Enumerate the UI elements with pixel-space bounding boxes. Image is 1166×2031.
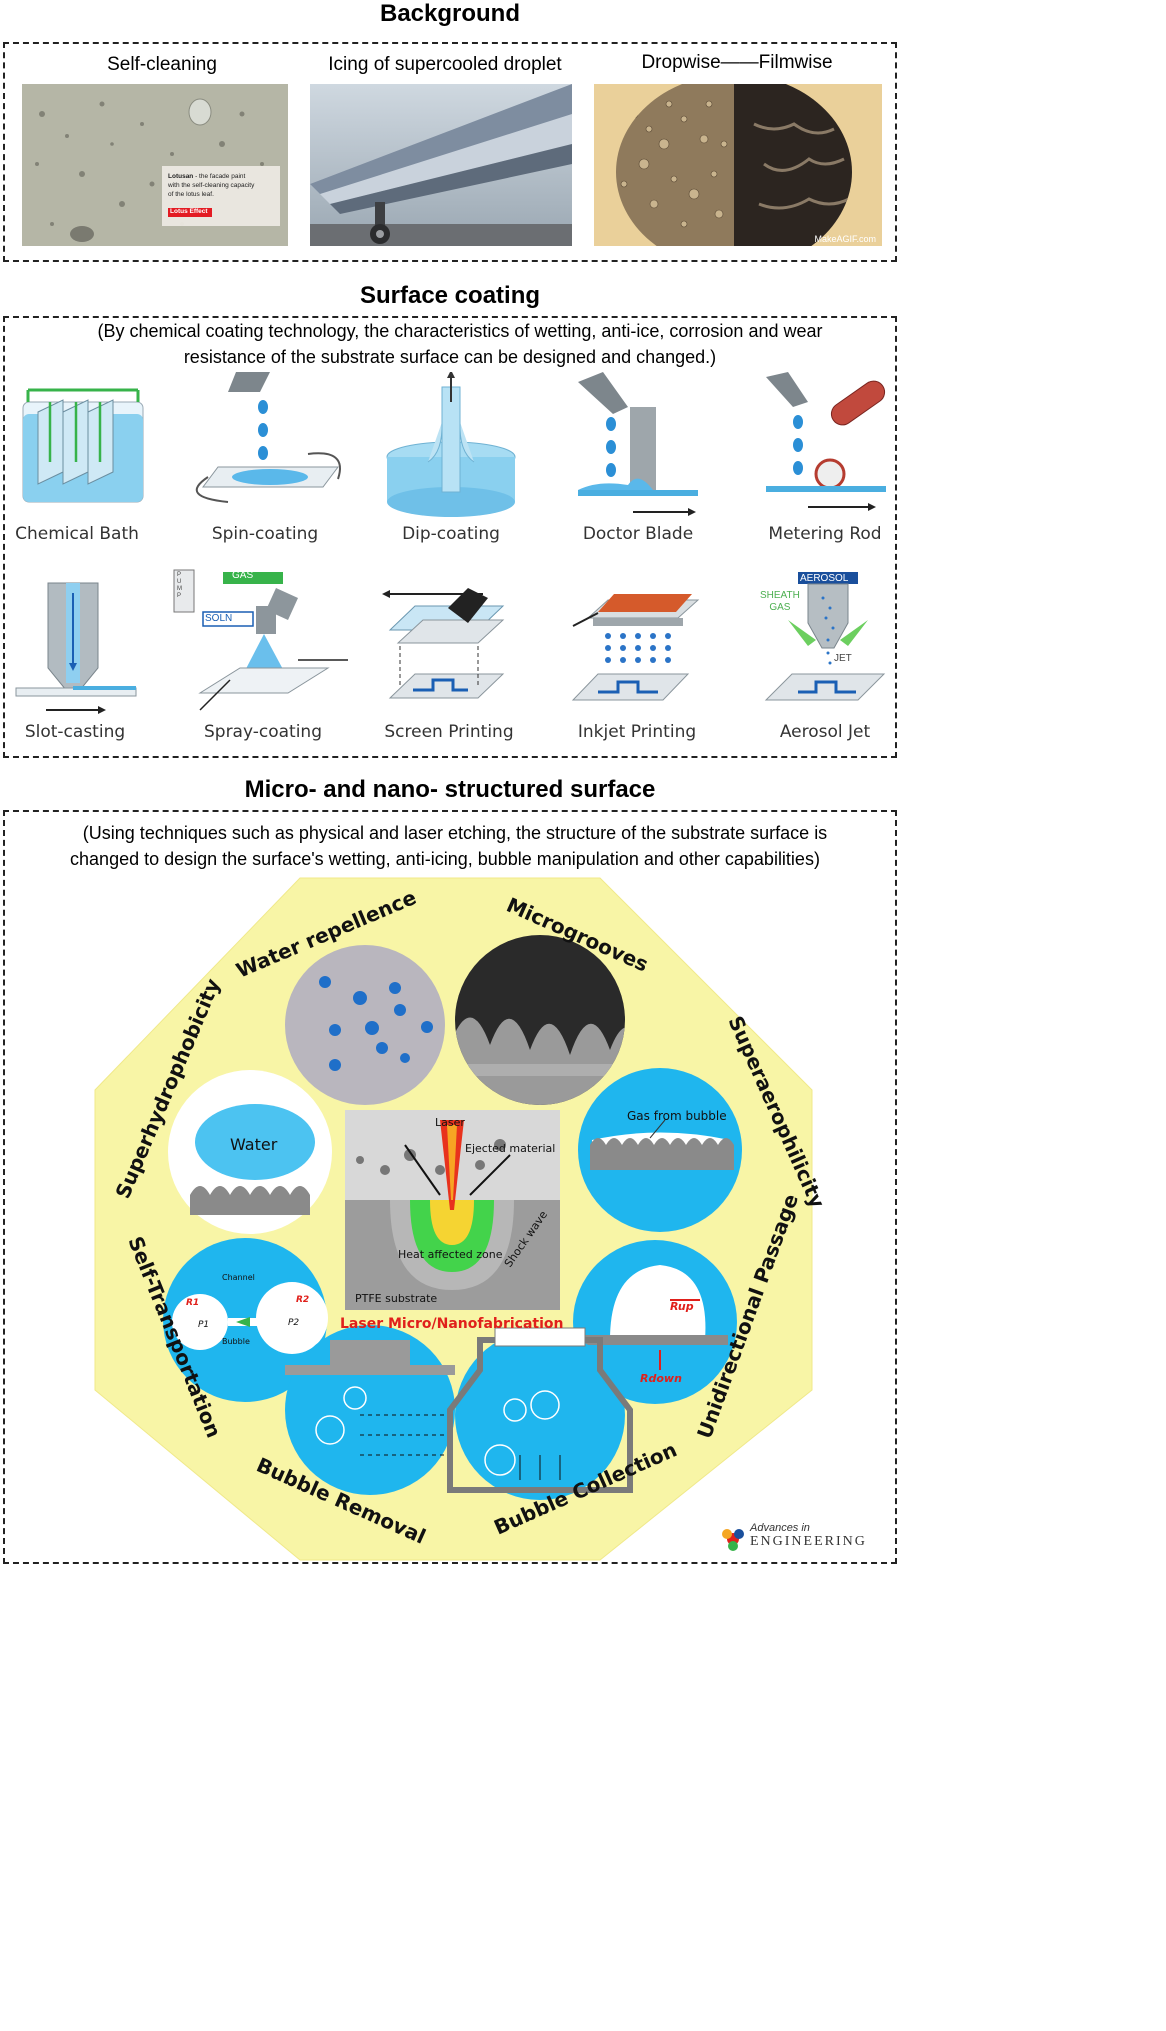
spray-pump-tag: PUMP (177, 572, 182, 599)
metering-rod-icon (766, 372, 886, 511)
superaerophilicity-circle (578, 1068, 742, 1232)
logo-line2: ENGINEERING (750, 1534, 867, 1549)
background-panel (3, 42, 897, 262)
surface-coating-title: Surface coating (359, 282, 541, 309)
method-label-inkjet-printing: Inkjet Printing (577, 722, 697, 742)
spray-soln-tag: SOLN (205, 613, 233, 624)
makeagif-watermark: MakeAGIF.com (814, 234, 876, 244)
method-label-screen-printing: Screen Printing (384, 722, 514, 742)
water-repellence-circle (285, 945, 445, 1105)
r-down-label: Rdown (640, 1372, 682, 1385)
method-label-metering-rod: Metering Rod (768, 524, 882, 544)
laser-fabrication-caption: Laser Micro/Nanofabrication (340, 1316, 563, 1332)
coating-row1-illustrations (22, 372, 886, 517)
r2-label: R2 (296, 1295, 309, 1305)
superhydrophobicity-circle (168, 1070, 332, 1234)
unidirectional-passage-circle (573, 1240, 737, 1404)
coating-row2-illustrations (15, 569, 886, 714)
method-label-aerosol-jet: Aerosol Jet (779, 722, 871, 742)
method-label-slot-casting: Slot-casting (24, 722, 126, 742)
gas-from-bubble-label: Gas from bubble (627, 1109, 727, 1123)
surface-coating-desc-line2: resistance of the substrate surface can … (183, 347, 717, 367)
spray-coating-icon (173, 569, 348, 711)
icing-photo (310, 84, 572, 246)
micro-nano-desc-line1: (Using techniques such as physical and l… (82, 823, 828, 843)
surface-coating-panel (3, 316, 897, 758)
doctor-blade-icon (578, 372, 698, 516)
laser-label: Laser (435, 1116, 465, 1129)
caption-icing: Icing of supercooled droplet (328, 54, 562, 75)
caption-dropwise-filmwise: Dropwise——Filmwise (641, 52, 833, 73)
ptfe-substrate-label: PTFE substrate (355, 1292, 437, 1305)
bubble-removal-circle (285, 1325, 455, 1495)
dropwise-filmwise-photo: MakeAGIF.com (594, 84, 882, 246)
aerosol-jet-icon (764, 572, 886, 701)
chemical-bath-icon (22, 388, 144, 503)
bubble-collection-circle (447, 1327, 633, 1500)
method-label-spray-coating: Spray-coating (203, 722, 322, 742)
background-title: Background (379, 0, 520, 27)
micro-nano-title: Micro- and nano- structured surface (244, 776, 656, 803)
octagon-diagram: Water repellence Microgrooves Superaerop… (94, 877, 830, 1561)
spray-gas-tag: GAS (232, 570, 254, 581)
lotusan-overlay-text: Lotusan - the facade paint with the self… (168, 173, 255, 198)
channel-label: Channel (222, 1273, 255, 1282)
aerosol-tag: AEROSOL (800, 573, 849, 584)
dip-coating-icon (386, 372, 516, 517)
bubble-label: Bubble (222, 1337, 250, 1346)
method-label-doctor-blade: Doctor Blade (582, 524, 694, 544)
micro-nano-panel (3, 810, 897, 1564)
laser-center-panel (345, 1110, 560, 1310)
method-label-dip-coating: Dip-coating (402, 524, 500, 544)
caption-self-cleaning: Self-cleaning (107, 54, 217, 75)
micro-nano-desc-line2: changed to design the surface's wetting,… (70, 849, 820, 869)
water-label: Water (230, 1135, 278, 1154)
lotus-effect-badge: Lotus Effect (170, 208, 208, 215)
method-label-spin-coating: Spin-coating (211, 524, 319, 544)
r-up-label: Rup (670, 1300, 694, 1313)
advances-in-engineering-logo: Advances in ENGINEERING (718, 1522, 896, 1554)
self-cleaning-photo: Lotusan - the facade paint with the self… (22, 84, 288, 246)
spin-coating-icon (195, 372, 341, 503)
ejected-material-label: Ejected material (465, 1142, 555, 1155)
r1-label: R1 (186, 1298, 199, 1308)
logo-icon (722, 1529, 744, 1551)
inkjet-printing-icon (571, 594, 700, 701)
screen-printing-icon (382, 588, 505, 699)
surface-coating-desc-line1: (By chemical coating technology, the cha… (97, 321, 823, 341)
slot-casting-icon (15, 582, 137, 714)
heat-affected-zone-label: Heat affected zone (398, 1248, 503, 1261)
self-transportation-circle (163, 1238, 328, 1402)
method-label-chemical-bath: Chemical Bath (15, 524, 139, 544)
logo-line1: Advances in (750, 1522, 810, 1534)
p2-label: P2 (288, 1318, 299, 1328)
p1-label: P1 (198, 1320, 209, 1330)
jet-tag: JET (834, 653, 852, 664)
